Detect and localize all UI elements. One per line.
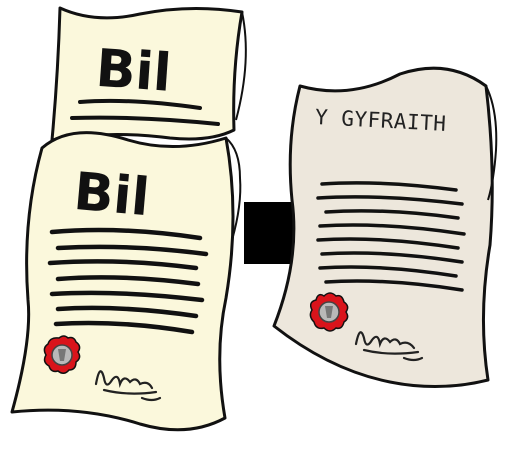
bill-back-title: Bil bbox=[94, 39, 173, 104]
bill-front-page: Bil bbox=[10, 131, 242, 432]
law-wax-seal-icon bbox=[309, 292, 349, 332]
bill-back-text-lines bbox=[70, 98, 220, 126]
wax-seal-icon bbox=[43, 335, 81, 374]
law-signature-icon bbox=[354, 331, 424, 362]
signature-icon bbox=[94, 370, 162, 402]
law-document-text-lines bbox=[316, 181, 466, 292]
law-document-page: Y GYFRAITH bbox=[272, 66, 498, 388]
bill-front-title: Bil bbox=[72, 162, 152, 228]
bill-back-page: Bil bbox=[50, 6, 247, 142]
bill-front-text-lines bbox=[47, 227, 209, 335]
